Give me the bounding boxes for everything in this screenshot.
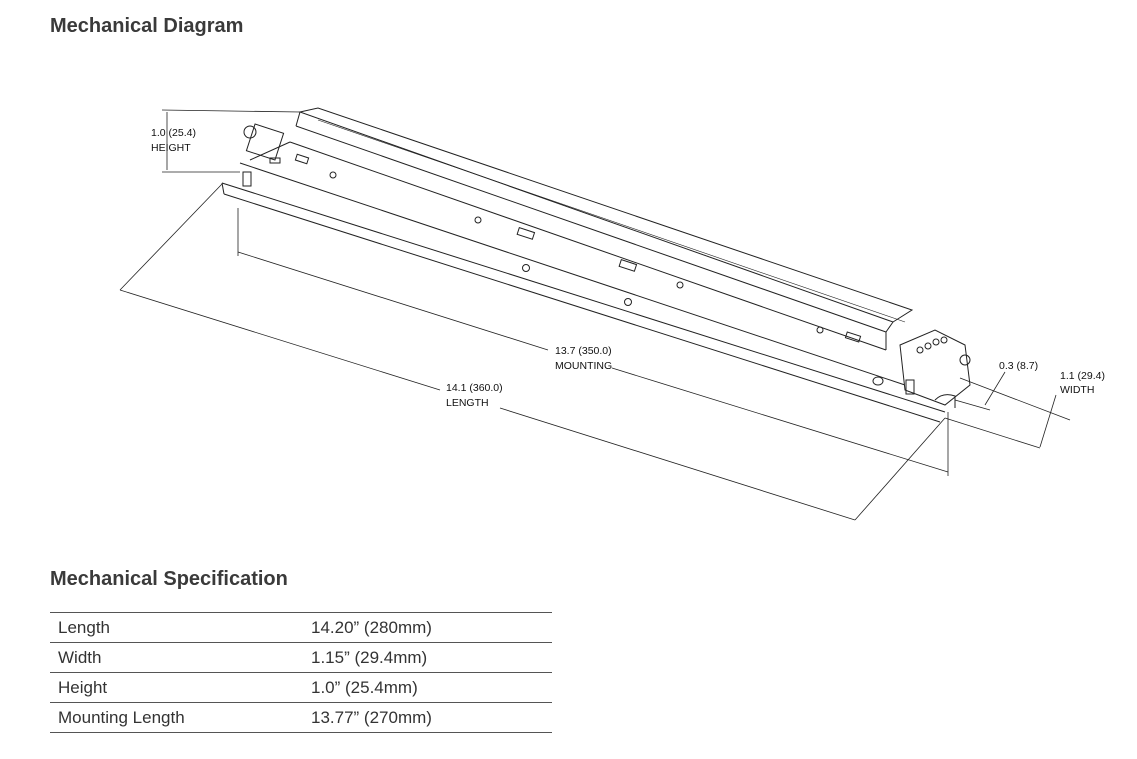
spec-label: Height	[50, 672, 311, 703]
spec-label: Mounting Length	[50, 702, 311, 733]
mounting-label: MOUNTING	[555, 360, 612, 372]
length-label: LENGTH	[446, 397, 489, 409]
slot-value-label: 0.3 (8.7)	[999, 360, 1038, 372]
specification-table: Length 14.20” (280mm) Width 1.15” (29.4m…	[50, 612, 552, 733]
mechanical-diagram-heading: Mechanical Diagram	[50, 15, 244, 37]
mounting-value-label: 13.7 (350.0)	[555, 345, 612, 357]
table-row: Length 14.20” (280mm)	[50, 612, 552, 643]
width-value-label: 1.1 (29.4)	[1060, 370, 1105, 382]
width-label: WIDTH	[1060, 384, 1094, 396]
table-row: Width 1.15” (29.4mm)	[50, 642, 552, 673]
spec-label: Width	[50, 642, 311, 673]
height-value-label: 1.0 (25.4)	[151, 127, 196, 139]
spec-value: 1.0” (25.4mm)	[311, 672, 552, 703]
mechanical-diagram: 1.0 (25.4) HEIGHT 13.7 (350.0) MOUNTING …	[119, 107, 1105, 521]
ballast-drawing	[221, 107, 971, 423]
table-row: Mounting Length 13.77” (270mm)	[50, 702, 552, 733]
spec-value: 13.77” (270mm)	[311, 702, 552, 733]
spec-label: Length	[50, 612, 311, 643]
table-row: Height 1.0” (25.4mm)	[50, 672, 552, 703]
spec-value: 14.20” (280mm)	[311, 612, 552, 643]
length-value-label: 14.1 (360.0)	[446, 382, 503, 394]
dimension-lines	[119, 109, 1071, 521]
mechanical-specification-heading: Mechanical Specification	[50, 568, 288, 590]
dimension-labels: 1.0 (25.4) HEIGHT 13.7 (350.0) MOUNTING …	[151, 127, 1105, 409]
spec-value: 1.15” (29.4mm)	[311, 642, 552, 673]
height-label: HEIGHT	[151, 142, 191, 154]
